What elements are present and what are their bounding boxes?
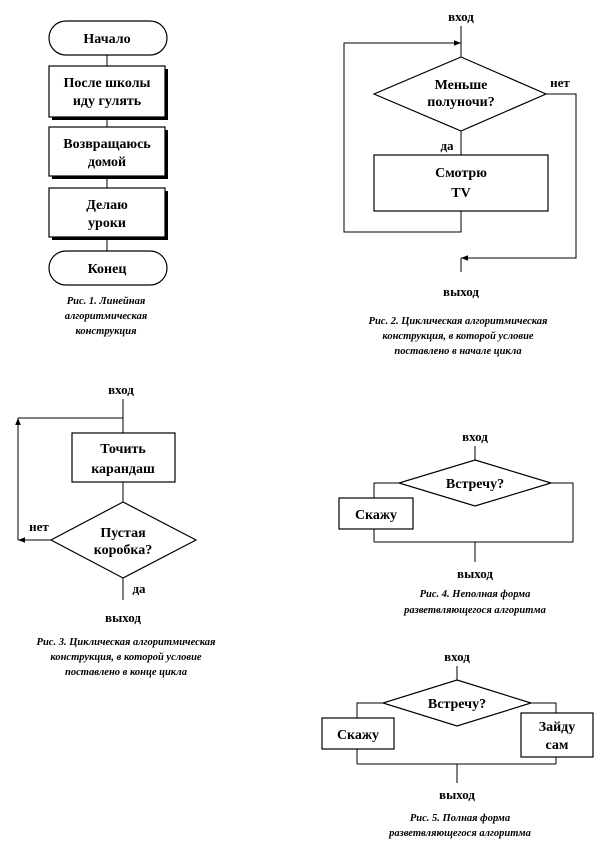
figure-caption: Рис. 1. Линейная	[67, 296, 146, 307]
output-label: выход	[105, 610, 141, 625]
yes-label: да	[440, 138, 454, 153]
process-watch-tv	[373, 154, 549, 212]
figure-caption: разветвляющегося алгоритма	[388, 828, 531, 839]
input-label: вход	[448, 9, 474, 24]
no-label: нет	[550, 75, 570, 90]
figure-caption: Рис. 2. Циклическая алгоритмическая	[369, 316, 549, 327]
process-say	[321, 717, 395, 750]
decision-before-midnight	[372, 56, 548, 132]
output-label: выход	[457, 566, 493, 581]
figure-caption: алгоритмическая	[65, 311, 148, 322]
figure-5-complete-branch: вход Встречу? Скажу Зайду сам выход Рис.…	[321, 649, 594, 839]
process-say	[338, 497, 414, 530]
figure-caption: конструкция, в которой условие	[50, 652, 201, 663]
figure-4-incomplete-branch: вход Встречу? Скажу выход Рис. 4. Неполн…	[338, 429, 574, 616]
input-label: вход	[444, 649, 470, 664]
figure-caption: Рис. 4. Неполная форма	[420, 589, 531, 600]
figure-caption: конструкция, в которой условие	[382, 331, 533, 342]
process-label: Смотрю	[435, 166, 487, 181]
end-label: Конец	[88, 262, 127, 277]
input-label: вход	[462, 429, 488, 444]
figure-caption: Рис. 5. Полная форма	[410, 813, 510, 824]
process-return-home	[48, 126, 166, 177]
decision-meet	[380, 679, 534, 727]
output-label: выход	[439, 787, 475, 802]
end-terminal	[48, 250, 168, 286]
process-label: Делаю	[86, 198, 128, 213]
process-label: Возвращаюсь	[63, 137, 151, 152]
figure-caption: поставлено в начале цикла	[394, 346, 521, 357]
decision-label: Встречу?	[428, 697, 486, 712]
figure-caption: конструкция	[75, 326, 137, 337]
figure-3-loop-postcondition: вход Точить карандаш Пустая коробка? нет…	[15, 382, 217, 678]
process-label: домой	[88, 155, 126, 170]
process-homework	[48, 187, 166, 238]
process-label: Зайду	[539, 720, 576, 735]
process-label: Точить	[100, 442, 146, 457]
figure-2-loop-precondition: вход Меньше полуночи? да Смотрю TV нет в…	[343, 9, 577, 357]
process-sharpen-pencil	[71, 432, 176, 483]
decision-label: коробка?	[94, 543, 153, 558]
start-terminal	[48, 20, 168, 56]
decision-label: полуночи?	[427, 95, 494, 110]
no-label: нет	[29, 519, 49, 534]
figure-1-linear: Начало После школы иду гулять Возвращаюс…	[48, 20, 168, 337]
figure-caption: поставлено в конце цикла	[65, 667, 187, 678]
process-label: иду гулять	[73, 94, 142, 109]
process-label: карандаш	[91, 462, 155, 477]
yes-label: да	[132, 581, 146, 596]
decision-label: Меньше	[435, 78, 488, 93]
input-label: вход	[108, 382, 134, 397]
process-label: уроки	[88, 216, 126, 231]
process-label: После школы	[64, 76, 151, 91]
process-label: Скажу	[337, 728, 379, 743]
decision-meet	[396, 459, 554, 507]
output-label: выход	[443, 284, 479, 299]
process-label: Скажу	[355, 508, 397, 523]
process-go-myself	[520, 712, 594, 758]
process-label: TV	[451, 186, 470, 201]
decision-label: Встречу?	[446, 477, 504, 492]
figure-caption: Рис. 3. Циклическая алгоритмическая	[37, 637, 217, 648]
decision-label: Пустая	[100, 526, 146, 541]
process-after-school	[48, 65, 166, 118]
process-label: сам	[546, 738, 569, 753]
start-label: Начало	[83, 32, 130, 47]
figure-caption: разветвляющегося алгоритма	[403, 605, 546, 616]
